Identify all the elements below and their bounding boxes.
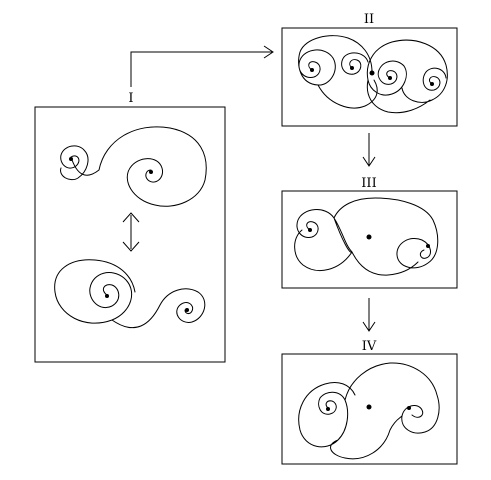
- panel-II-spiral-center-3: [388, 76, 392, 80]
- panel-II-label: II: [364, 12, 374, 27]
- panel-IV-figure: [298, 362, 440, 460]
- panel-II-left-figure: [298, 35, 378, 109]
- panel-II-spiral-center-2: [350, 66, 354, 70]
- panel-II-frame: [281, 27, 458, 127]
- panel-I-frame: [34, 106, 226, 363]
- panel-IV: IV: [281, 339, 458, 465]
- panel-IV-right-spiral-center: [407, 406, 411, 410]
- panel-I-lower-right-center: [185, 308, 189, 312]
- connector-II-to-III: [362, 133, 376, 167]
- panel-II-spiral-center-1: [310, 68, 314, 72]
- panel-IV-center-point: [366, 404, 372, 410]
- panel-III-figure: [294, 197, 439, 276]
- panel-I-upper-left-center: [69, 157, 73, 161]
- panel-I: I: [34, 91, 226, 363]
- panel-III-label: III: [361, 176, 376, 191]
- panel-III: III: [281, 176, 458, 289]
- panel-I-label: I: [128, 91, 133, 106]
- panel-I-lower-left-center: [105, 294, 109, 298]
- panel-IV-left-spiral-center: [326, 407, 330, 411]
- panel-I-upper-figure: [60, 126, 207, 207]
- panel-II: II: [281, 12, 458, 127]
- panel-I-lower-figure: [54, 259, 206, 329]
- connector-III-to-IV: [362, 298, 376, 332]
- panel-II-right-figure: [366, 39, 448, 114]
- panel-II-spiral-center-4: [430, 82, 434, 86]
- panel-II-center-point: [369, 70, 375, 76]
- panel-I-upper-right-center: [149, 170, 153, 174]
- panel-IV-frame: [281, 353, 458, 465]
- panel-III-left-spiral-center: [308, 228, 312, 232]
- panel-I-swap-arrow: [122, 212, 140, 252]
- connector-I-to-II: [130, 45, 274, 87]
- panel-III-right-spiral-center: [426, 244, 430, 248]
- panel-III-frame: [281, 190, 458, 289]
- panel-III-center-point: [366, 234, 372, 240]
- panel-IV-label: IV: [362, 339, 377, 354]
